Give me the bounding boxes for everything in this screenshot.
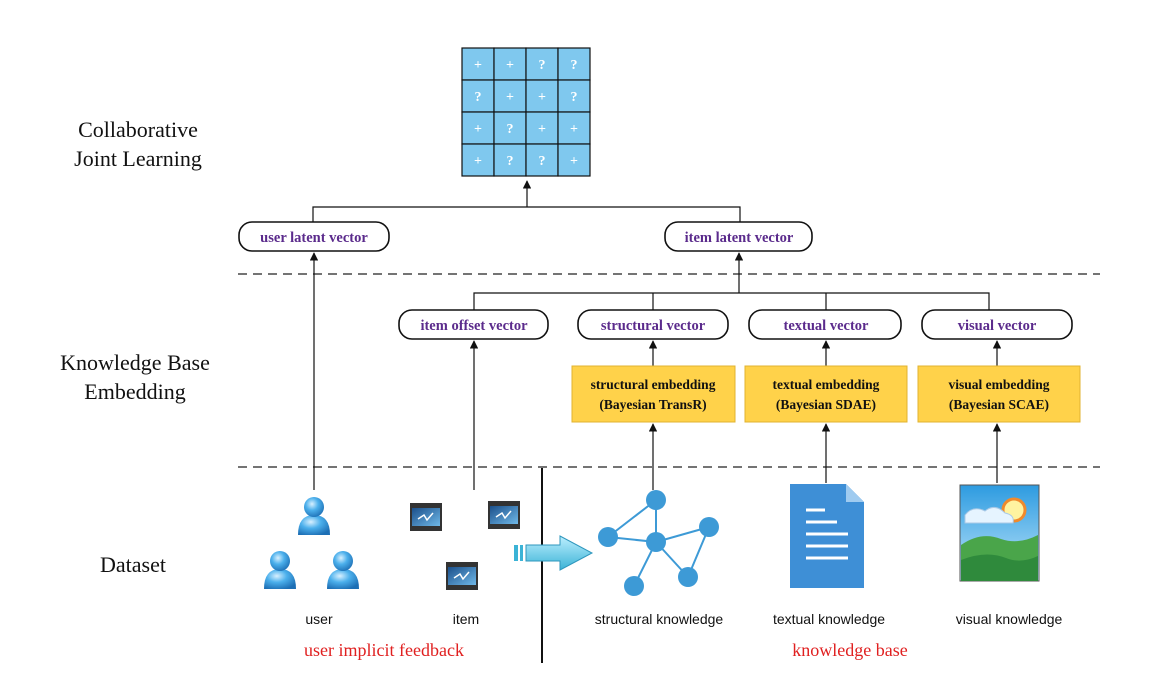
matrix-cell-symbol: +	[474, 154, 482, 169]
matrix-cell-symbol: ?	[539, 58, 546, 73]
structural-embedding-method: (Bayesian TransR)	[599, 397, 706, 412]
flow-arrow-icon	[514, 535, 594, 571]
item-offset-vector-label: item offset vector	[420, 318, 528, 334]
matrix-cell-symbol: +	[570, 154, 578, 169]
matrix-cell-symbol: ?	[475, 90, 482, 105]
textual-vector-box: textual vector	[748, 309, 902, 340]
matrix-cell-symbol: +	[474, 58, 482, 73]
matrix-cell-symbol: ?	[539, 154, 546, 169]
matrix-cell	[493, 79, 527, 113]
item-latent-vector-label: item latent vector	[685, 230, 794, 246]
structural-knowledge-label: structural knowledge	[595, 611, 724, 627]
person-icon	[298, 497, 330, 535]
matrix-cell	[557, 79, 591, 113]
layer-label-kbe-line1: Knowledge Base	[60, 350, 210, 375]
layer-label-dataset: Dataset	[100, 552, 166, 577]
person-icon	[264, 551, 296, 589]
person-icon	[327, 551, 359, 589]
document-icon	[790, 484, 864, 588]
film-icon	[410, 503, 442, 531]
layer-label-collab-line2: Joint Learning	[74, 146, 202, 171]
image-icon	[959, 484, 1040, 582]
textual-embedding-box: textual embedding (Bayesian SDAE)	[744, 365, 908, 423]
matrix-cell-symbol: +	[474, 122, 482, 137]
knowledge-graph-icon	[598, 490, 719, 596]
matrix-cell	[525, 79, 559, 113]
visual-embedding-title: visual embedding	[949, 377, 1050, 392]
matrix-cell	[461, 111, 495, 145]
matrix-cell-symbol: +	[506, 58, 514, 73]
film-icon	[488, 501, 520, 529]
matrix-cell-symbol: +	[538, 90, 546, 105]
textual-embedding-title: textual embedding	[773, 377, 880, 392]
matrix-cell	[493, 143, 527, 177]
user-latent-vector-box: user latent vector	[238, 221, 390, 252]
user-latent-vector-label: user latent vector	[260, 230, 368, 246]
textual-knowledge-label: textual knowledge	[773, 611, 885, 627]
layer-label-kbe-line2: Embedding	[84, 379, 185, 404]
structural-vector-box: structural vector	[577, 309, 729, 340]
rating-matrix: + +??? + +? +? + + +?? +	[461, 47, 591, 177]
connector-kbe-vectors	[473, 292, 990, 310]
visual-embedding-method: (Bayesian SCAE)	[949, 397, 1049, 412]
visual-vector-box: visual vector	[921, 309, 1073, 340]
item-latent-vector-box: item latent vector	[664, 221, 813, 252]
visual-knowledge-label: visual knowledge	[956, 611, 1063, 627]
item-label: item	[453, 611, 479, 627]
matrix-cell	[557, 143, 591, 177]
matrix-cell-symbol: +	[570, 122, 578, 137]
item-icons	[410, 501, 520, 590]
matrix-cell	[461, 143, 495, 177]
structural-vector-label: structural vector	[601, 318, 706, 334]
textual-vector-label: textual vector	[784, 318, 870, 334]
visual-vector-label: visual vector	[958, 318, 1037, 334]
connector-latent-vectors	[312, 206, 741, 222]
matrix-cell-symbol: ?	[507, 122, 514, 137]
user-label: user	[305, 611, 333, 627]
textual-embedding-method: (Bayesian SDAE)	[776, 397, 876, 412]
structural-embedding-box: structural embedding (Bayesian TransR)	[571, 365, 736, 423]
matrix-cell	[525, 143, 559, 177]
matrix-cell-symbol: ?	[507, 154, 514, 169]
matrix-cell	[525, 111, 559, 145]
item-offset-vector-box: item offset vector	[398, 309, 549, 340]
user-icons	[264, 497, 359, 589]
film-icon	[446, 562, 478, 590]
matrix-cell	[557, 47, 591, 81]
structural-embedding-title: structural embedding	[591, 377, 716, 392]
matrix-cell-symbol: ?	[571, 90, 578, 105]
matrix-cell-symbol: +	[538, 122, 546, 137]
user-implicit-feedback-label: user implicit feedback	[304, 640, 464, 660]
visual-embedding-box: visual embedding (Bayesian SCAE)	[917, 365, 1081, 423]
layer-label-collab-line1: Collaborative	[78, 117, 198, 142]
knowledge-base-label: knowledge base	[792, 640, 907, 660]
matrix-cell-symbol: ?	[571, 58, 578, 73]
matrix-cell-symbol: +	[506, 90, 514, 105]
